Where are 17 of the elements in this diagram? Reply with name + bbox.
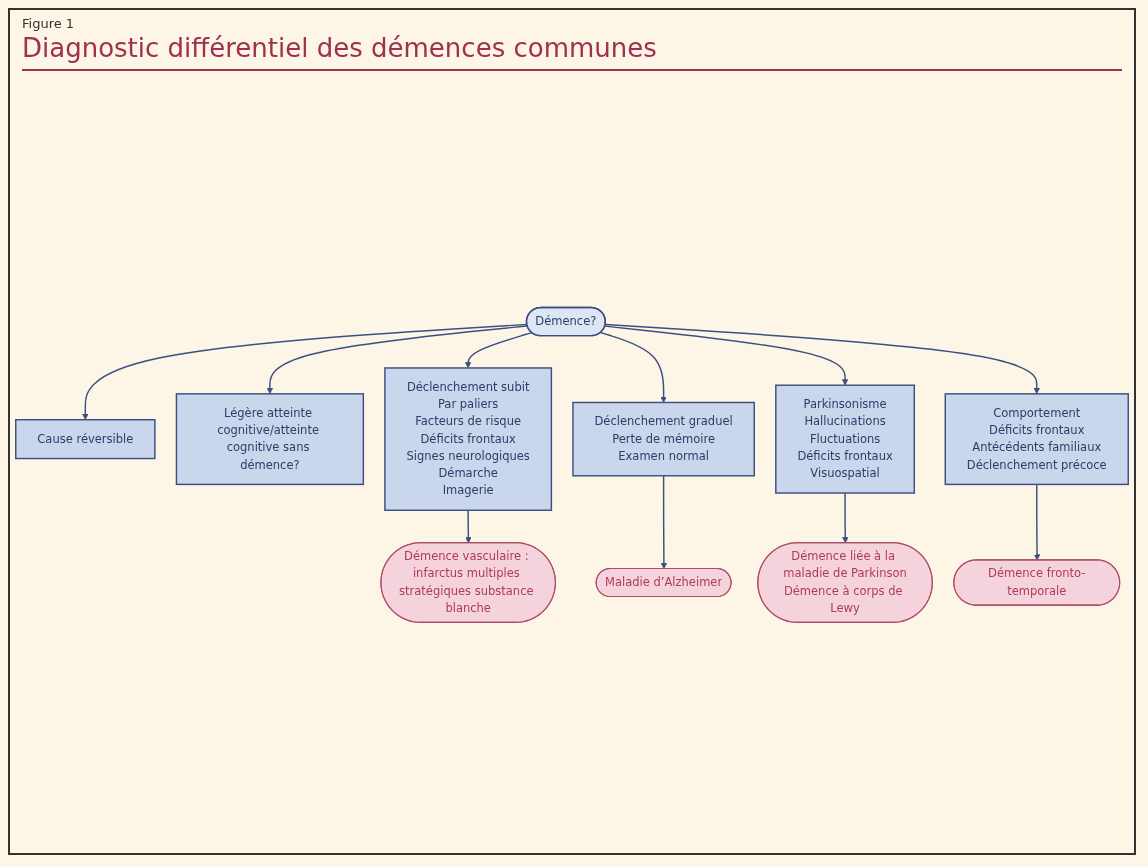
arrow (604, 325, 849, 386)
arrow (82, 323, 528, 420)
arrow (604, 323, 1040, 395)
arrow (465, 331, 533, 369)
arrow (1033, 483, 1041, 561)
figure-number: Figure 1 (22, 16, 76, 31)
node-box: Déclenchement graduel Perte de mémoire Examen normal (572, 401, 755, 477)
title: Diagnostic différentiel des démences communes (22, 33, 1122, 71)
arrow (842, 492, 849, 544)
node-box: Légère atteinte cognitive/atteinte cognitive sans démence? (175, 393, 365, 486)
node-box: Parkinsonisme Hallucinations Fluctuations Déficits frontaux Visuospatial (775, 384, 915, 494)
arrow (465, 509, 472, 544)
node-box: Comportement Déficits frontaux Antécédents familiaux Déclenchement précoce (944, 393, 1129, 486)
arrow (660, 475, 668, 570)
node-box: Déclenchement subit Par paliers Facteurs de risque Déficits frontaux Signes neurologiques Démarche Imagerie (384, 367, 553, 511)
arrow (600, 331, 667, 403)
node-box: Cause réversible (15, 419, 156, 460)
